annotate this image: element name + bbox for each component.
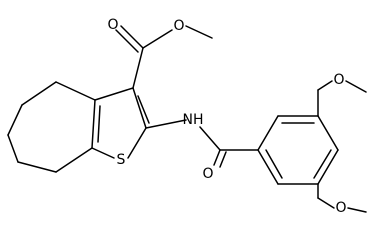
bond <box>142 29 173 49</box>
bond <box>137 95 150 124</box>
chemical-structure-diagram: O O S NH O O O <box>7 17 367 216</box>
bond <box>55 147 93 173</box>
methoxy-top <box>317 80 367 117</box>
bond <box>317 80 333 91</box>
bond <box>317 115 339 151</box>
bond <box>347 207 367 213</box>
atom-label-methoxy-oxygen-top: O <box>333 72 344 88</box>
bond <box>115 29 139 53</box>
bond <box>21 81 57 106</box>
atom-label-carbonyl-oxygen: O <box>107 17 118 33</box>
atom-label-methoxy-oxygen-bottom: O <box>335 200 346 216</box>
bond <box>317 197 335 209</box>
bond <box>257 149 279 185</box>
bond <box>7 104 23 136</box>
bond <box>120 25 144 49</box>
bond <box>317 149 339 185</box>
bond <box>265 149 283 179</box>
bond <box>257 115 279 151</box>
atom-label-amide-oxygen: O <box>202 166 213 182</box>
bond <box>145 119 187 129</box>
amide-group <box>145 119 259 168</box>
bond <box>213 149 221 166</box>
bond <box>94 87 134 101</box>
bond <box>132 47 144 89</box>
bond <box>132 87 147 129</box>
bond <box>91 147 115 159</box>
bond <box>219 151 227 168</box>
bond <box>7 134 19 163</box>
bond <box>91 99 96 149</box>
bond <box>17 161 57 173</box>
cycloheptane-ring <box>7 81 96 173</box>
bond <box>97 105 101 143</box>
bond <box>345 80 367 93</box>
thiophene-ring <box>91 87 150 159</box>
bond <box>199 126 221 151</box>
atom-label-ether-oxygen: O <box>173 18 184 34</box>
benzene-ring <box>257 115 339 185</box>
bond <box>185 25 213 39</box>
bond <box>127 127 147 159</box>
bond <box>313 149 332 179</box>
bond <box>55 81 96 101</box>
methyl-ester-group <box>115 25 213 89</box>
atom-label-sulfur: S <box>117 152 126 168</box>
atom-label-nh: NH <box>183 112 204 128</box>
methoxy-bottom <box>317 183 367 213</box>
